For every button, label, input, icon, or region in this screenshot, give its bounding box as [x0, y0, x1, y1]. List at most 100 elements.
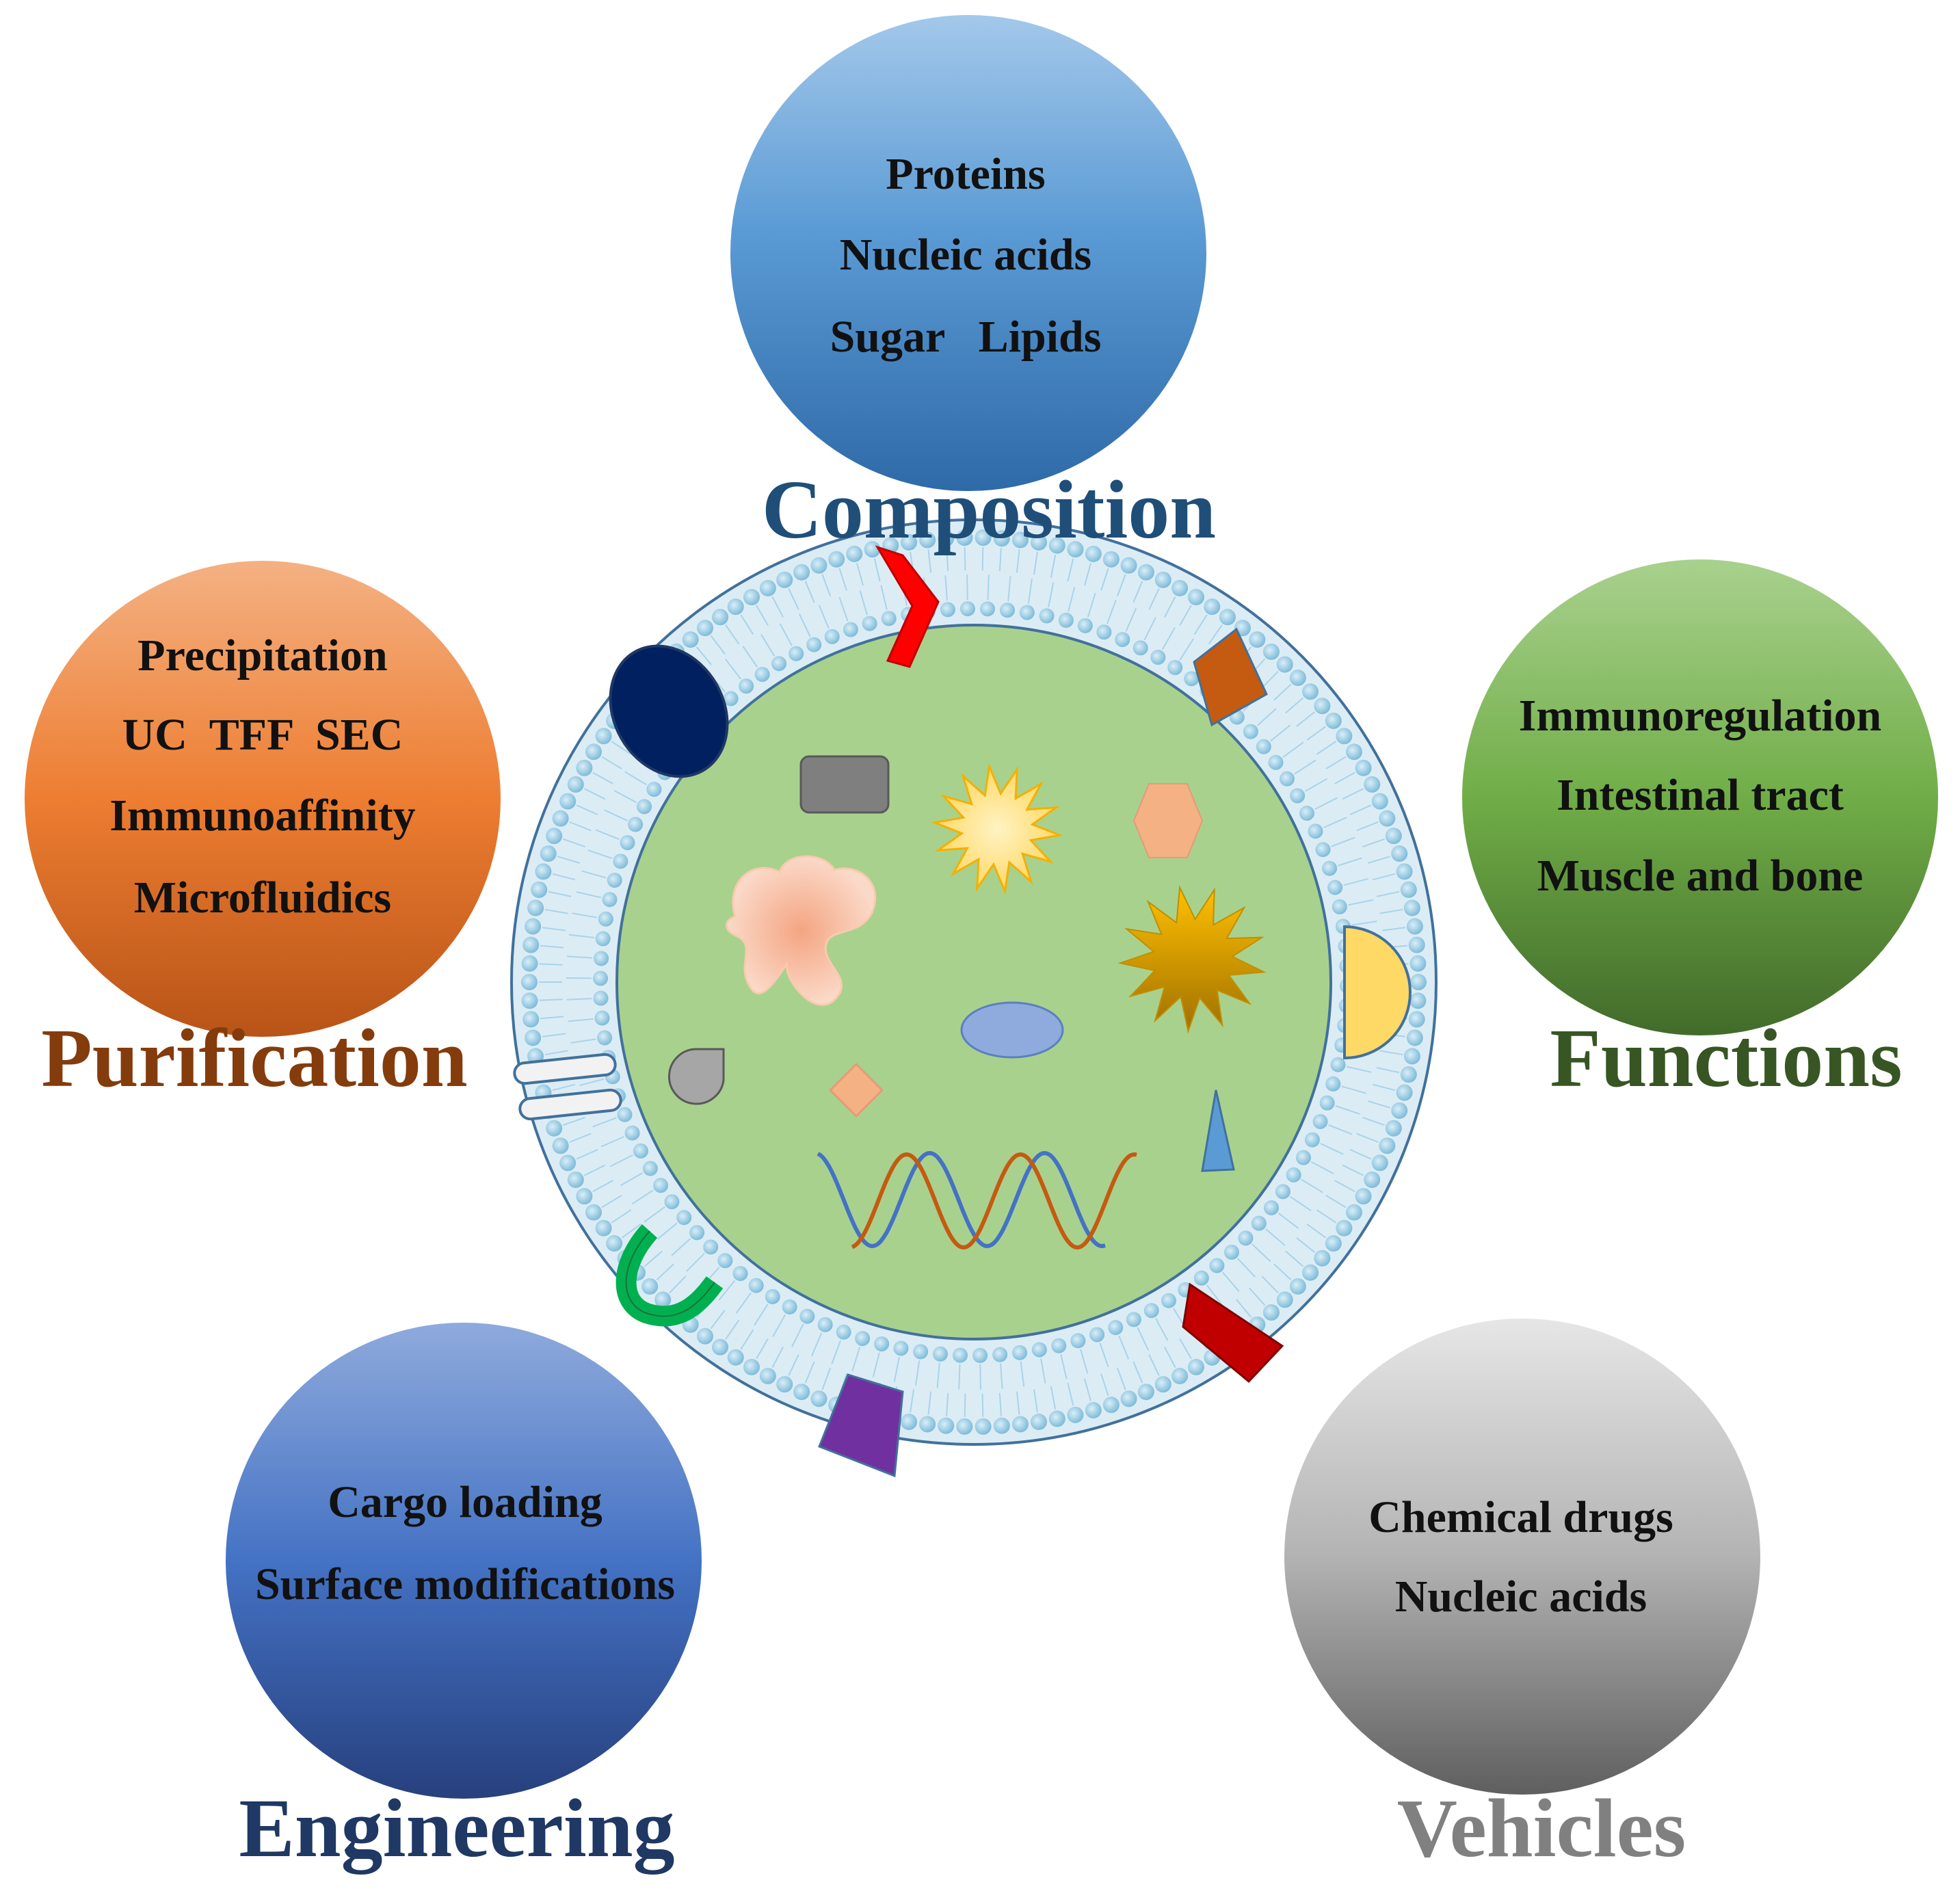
lipid-head — [959, 601, 975, 617]
lipid-head — [1051, 1338, 1067, 1353]
lipid-tail — [893, 1357, 900, 1382]
lipid-head — [1070, 1333, 1086, 1349]
lipid-tail — [1143, 617, 1156, 641]
lipid-tail — [910, 1389, 915, 1413]
vehicles-title: Vehicles — [1397, 1782, 1686, 1875]
peach-diamond-cargo — [828, 1062, 884, 1118]
lipid-tail — [779, 623, 793, 646]
lipid-head — [595, 728, 612, 745]
lipid-head — [1336, 728, 1353, 745]
lipid-tail — [821, 1367, 832, 1390]
lipid-head — [1268, 754, 1284, 770]
lipid-head — [1325, 712, 1342, 729]
lipid-head — [628, 817, 644, 832]
lipid-tail — [1328, 1124, 1353, 1135]
lipid-head — [1167, 660, 1183, 676]
lipid-head — [1133, 640, 1148, 656]
lipid-head — [1184, 671, 1200, 687]
lipid-tail — [798, 613, 811, 637]
vehicles-node: Chemical drugs Nucleic acids Vehicles — [1284, 1319, 1760, 1875]
lipid-tail — [1179, 638, 1195, 661]
lipid-tail — [539, 999, 563, 1001]
lipid-tail — [1349, 804, 1372, 816]
lipid-head — [1400, 1066, 1417, 1083]
lipid-head — [1355, 1188, 1372, 1205]
lipid-head — [1290, 788, 1306, 804]
lipid-head — [765, 1288, 780, 1304]
lipid-head — [1371, 1154, 1388, 1172]
lipid-head — [919, 1416, 936, 1433]
lipid-head — [1031, 1342, 1047, 1358]
lipid-head — [913, 1344, 929, 1360]
lipid-head — [594, 1010, 610, 1026]
lipid-head — [789, 646, 804, 661]
lipid-head — [717, 1253, 733, 1269]
lipid-tail — [944, 575, 948, 601]
lipid-head — [1256, 739, 1271, 754]
lipid-tail — [542, 927, 566, 931]
lipid-tail — [772, 1314, 786, 1337]
engineering-bubble — [226, 1323, 702, 1799]
purification-item: UC TFF SEC — [122, 710, 403, 760]
lipid-tail — [1325, 1194, 1347, 1208]
lipid-head — [727, 598, 744, 616]
lipid-head — [1345, 743, 1362, 761]
lipid-head — [1345, 1204, 1362, 1221]
lipid-head — [653, 1178, 669, 1193]
composition-item: Nucleic acids — [840, 230, 1091, 280]
lipid-tail — [576, 891, 602, 899]
lipid-head — [1115, 632, 1130, 648]
lipid-tail — [831, 1340, 842, 1364]
lipid-head — [1154, 571, 1171, 588]
lipid-head — [1275, 1184, 1290, 1200]
lipid-tail — [583, 1164, 606, 1176]
lipid-tail — [788, 588, 799, 610]
lipid-head — [540, 845, 557, 862]
lipid-head — [979, 601, 995, 617]
lipid-tail — [587, 849, 613, 860]
lipid-head — [1276, 1291, 1293, 1308]
lipid-head — [597, 1030, 613, 1046]
lipid-tail — [810, 1332, 823, 1357]
lipid-head — [593, 970, 609, 986]
lipid-head — [546, 1120, 563, 1137]
lipid-tail — [581, 870, 607, 879]
lipid-tail — [609, 1154, 633, 1167]
lipid-tail — [756, 605, 769, 626]
lipid-head — [1102, 1397, 1120, 1414]
lipid-tail — [946, 548, 949, 572]
lipid-head — [1243, 724, 1258, 739]
lipid-tail — [1356, 821, 1379, 832]
lipid-tail — [1349, 1148, 1372, 1160]
blue-ellipse-cargo — [960, 1001, 1064, 1059]
lipid-tail — [604, 809, 628, 821]
lipid-tail — [1222, 1271, 1240, 1293]
lipid-tail — [1249, 1287, 1266, 1306]
lipid-head — [806, 637, 822, 652]
lipid-tail — [838, 568, 847, 591]
peach-hexagon-cargo — [1133, 783, 1204, 858]
lipid-head — [646, 782, 662, 797]
lipid-head — [1137, 564, 1154, 581]
lipid-tail — [621, 1224, 641, 1239]
lipid-head — [613, 854, 628, 869]
lipid-tail — [966, 574, 968, 600]
lipid-tail — [540, 1016, 564, 1020]
lipid-head — [1171, 579, 1189, 596]
lipid-tail — [873, 558, 881, 582]
lipid-tail — [611, 741, 632, 755]
lipid-tail — [595, 829, 620, 841]
lipid-head — [1108, 1320, 1124, 1336]
lipid-tail — [927, 549, 932, 573]
lipid-head — [771, 656, 787, 672]
lipid-tail — [1179, 605, 1192, 626]
lipid-head — [1409, 992, 1427, 1009]
lipid-tail — [1376, 1067, 1400, 1074]
lipid-head — [633, 1143, 649, 1159]
lipid-tail — [620, 1172, 644, 1187]
lipid-tail — [1007, 576, 1011, 602]
lipid-head — [525, 1029, 542, 1046]
functions-item: Muscle and bone — [1537, 851, 1864, 901]
lipid-head — [975, 529, 992, 546]
